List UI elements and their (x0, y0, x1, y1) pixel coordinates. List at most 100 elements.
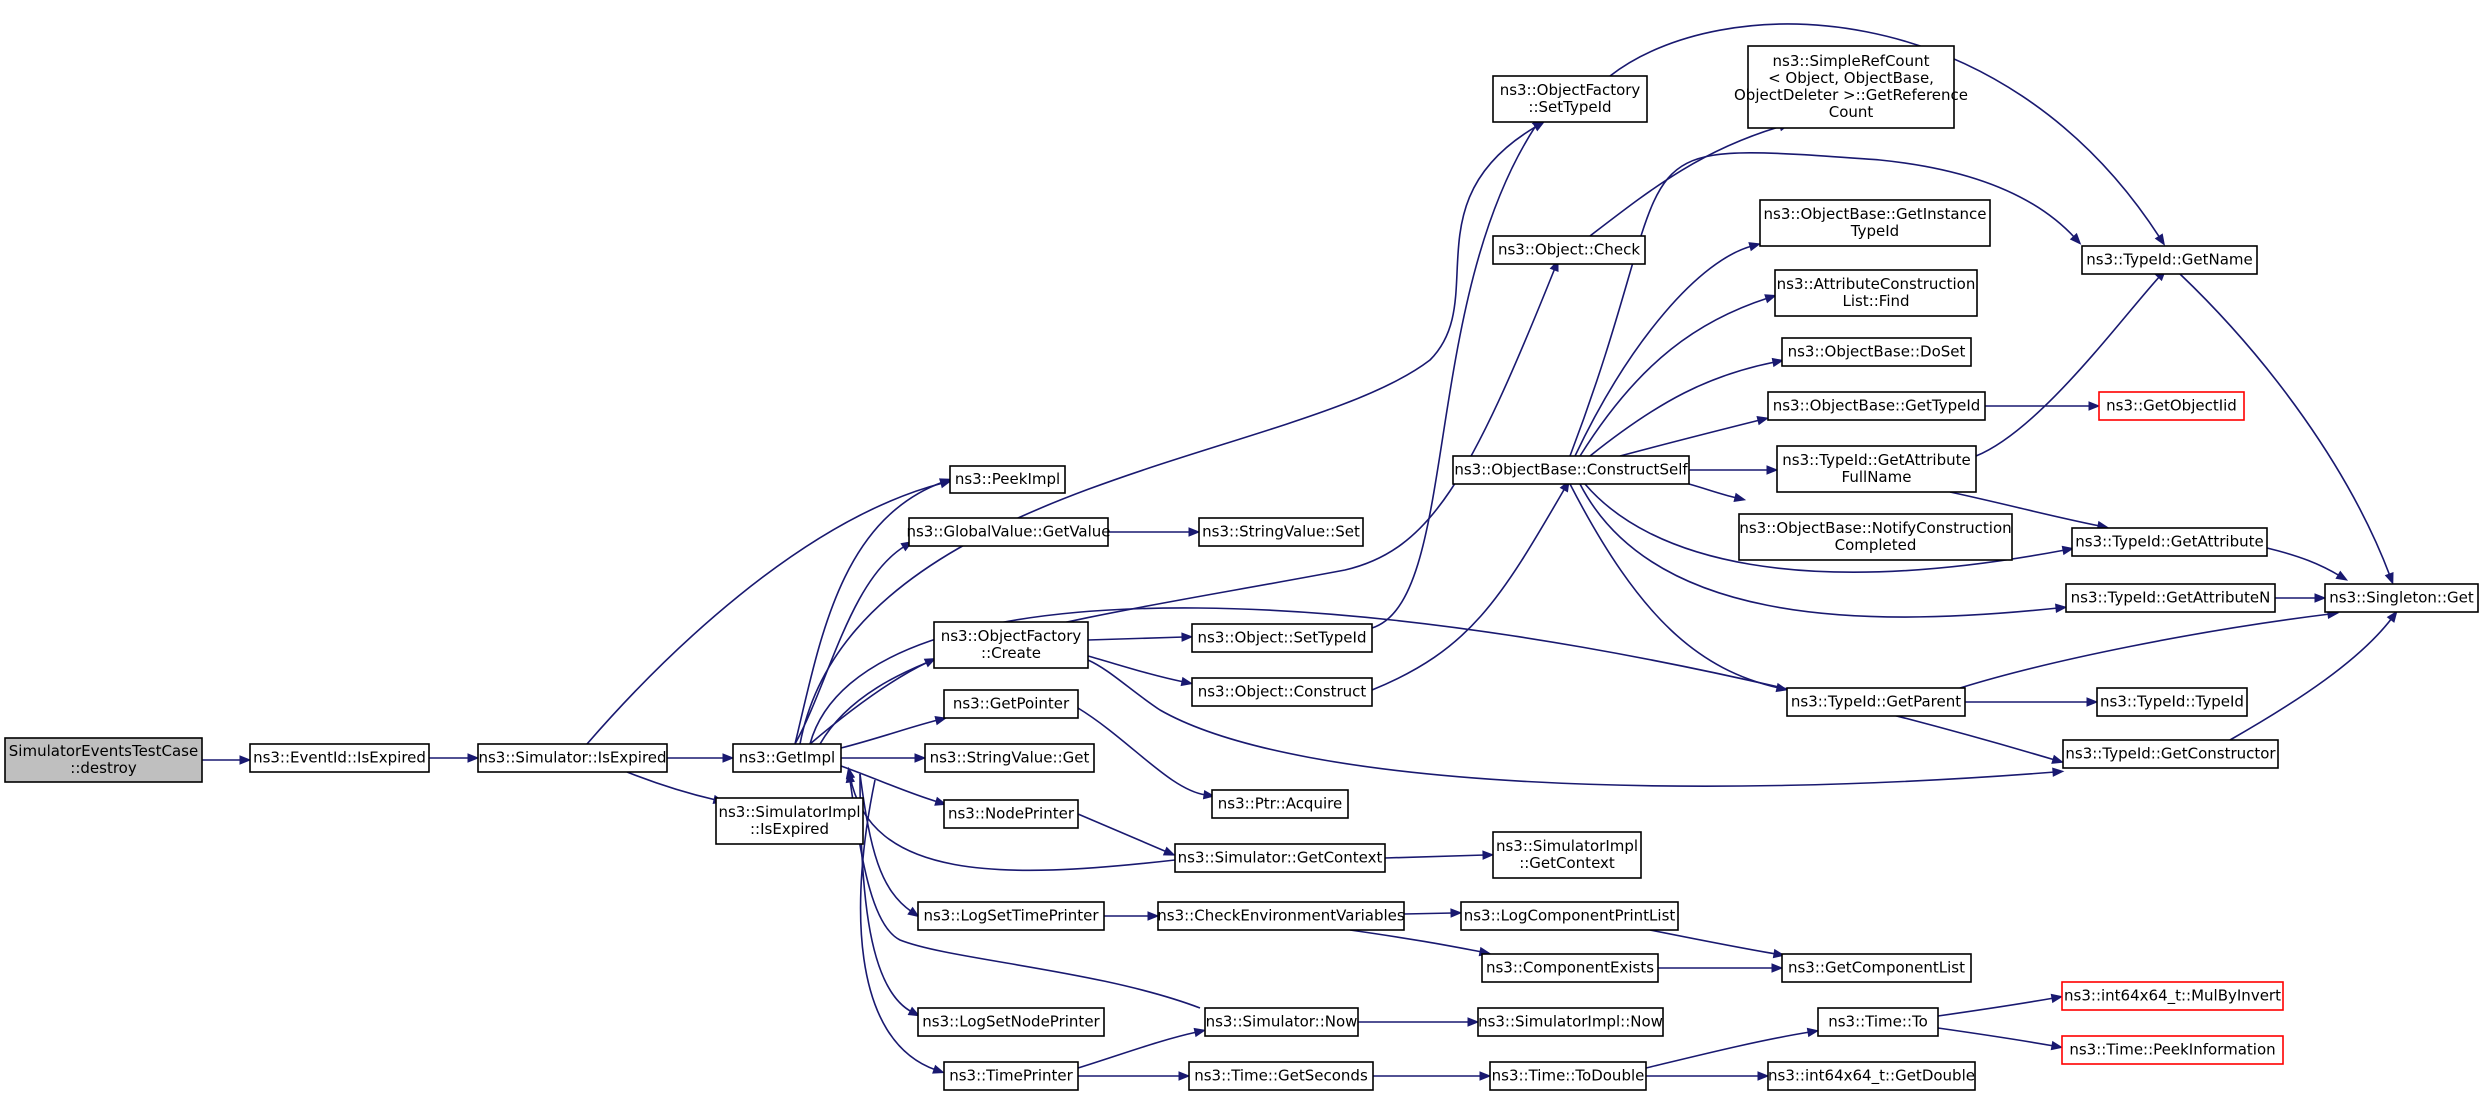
node-label: ns3::ObjectBase::GetTypeId (1773, 397, 1981, 415)
node-obj-settypeid[interactable]: ns3::Object::SetTypeId (1191, 623, 1373, 653)
node-sim-now[interactable]: ns3::Simulator::Now (1204, 1007, 1359, 1037)
node-box (1174, 843, 1386, 873)
edge-line (1584, 483, 2066, 573)
node-eventid-isexpired[interactable]: ns3::EventId::IsExpired (249, 743, 430, 773)
node-singleton-get[interactable]: ns3::Singleton::Get (2324, 583, 2479, 613)
node-sim-getcontext[interactable]: ns3::Simulator::GetContext (1174, 843, 1386, 873)
node-simimpl-getcontext[interactable]: ns3::SimulatorImpl::GetContext (1492, 831, 1642, 879)
edge-time_todouble-to-getdouble (1646, 1071, 1770, 1081)
edge-line (1371, 487, 1566, 691)
node-typeid-getattributen[interactable]: ns3::TypeId::GetAttributeN (2065, 583, 2276, 613)
node-getpointer[interactable]: ns3::GetPointer (943, 689, 1079, 719)
edge-line (1077, 707, 1207, 796)
node-box (1489, 1061, 1647, 1091)
node-obj-construct[interactable]: ns3::Object::Construct (1191, 677, 1373, 707)
node-box (1198, 517, 1364, 547)
node-timeprinter[interactable]: ns3::TimePrinter (943, 1061, 1079, 1091)
edge-arrowhead (845, 770, 855, 784)
node-label: ns3::EventId::IsExpired (253, 749, 426, 767)
edge-objfactory_create-to-typeid_getconstructor (1087, 659, 2065, 787)
node-stringvalue-get[interactable]: ns3::StringValue::Get (924, 743, 1095, 773)
node-label: ns3::ObjectBase::NotifyConstruction (1739, 519, 2011, 537)
node-logsettimeprinter[interactable]: ns3::LogSetTimePrinter (917, 901, 1105, 931)
node-box (1767, 391, 1986, 421)
node-objfactory-settypeid[interactable]: ns3::ObjectFactory::SetTypeId (1492, 75, 1648, 123)
node-getcomplist[interactable]: ns3::GetComponentList (1781, 953, 1972, 983)
node-logcompprintlist[interactable]: ns3::LogComponentPrintList (1460, 901, 1679, 931)
node-box (2061, 981, 2284, 1011)
edge-getimpl-to-objfactory_settypeid (799, 121, 1546, 745)
node-box (1492, 75, 1648, 123)
node-ptr-acquire[interactable]: ns3::Ptr::Acquire (1211, 789, 1349, 819)
node-stringvalue-set[interactable]: ns3::StringValue::Set (1198, 517, 1364, 547)
node-label: ns3::SimulatorImpl::Now (1478, 1013, 1663, 1031)
node-constructself[interactable]: ns3::ObjectBase::ConstructSelf (1452, 455, 1690, 485)
node-simplerefcount[interactable]: ns3::SimpleRefCount< Object, ObjectBase,… (1734, 45, 1968, 129)
node-ob-gettypeid[interactable]: ns3::ObjectBase::GetTypeId (1767, 391, 1986, 421)
node-box (1781, 953, 1972, 983)
node-box (715, 797, 864, 845)
edge-line (1077, 813, 1168, 853)
edge-line (2266, 547, 2341, 577)
node-time-todouble[interactable]: ns3::Time::ToDouble (1489, 1061, 1647, 1091)
edge-ob_gettypeid-to-getobjectiid (1985, 401, 2101, 411)
edge-line (1937, 1027, 2055, 1047)
node-label: ns3::TypeId::GetName (2086, 251, 2252, 269)
edge-line (1579, 297, 1769, 457)
node-mulbyinvert[interactable]: ns3::int64x64_t::MulByInvert (2061, 981, 2284, 1011)
node-peekinfo[interactable]: ns3::Time::PeekInformation (2061, 1035, 2284, 1065)
node-box (249, 743, 430, 773)
edge-arrowhead (1756, 416, 1770, 426)
node-notifyconstcompleted[interactable]: ns3::ObjectBase::NotifyConstructionCompl… (1738, 513, 2013, 561)
node-box (1774, 269, 1978, 317)
node-label: TypeId (1850, 222, 1899, 240)
node-label: ns3::Object::SetTypeId (1198, 629, 1367, 647)
node-typeid-getname[interactable]: ns3::TypeId::GetName (2081, 245, 2258, 275)
node-label: ns3::Simulator::IsExpired (478, 749, 666, 767)
edge-constructself-to-doset (1589, 357, 1785, 457)
node-time-to[interactable]: ns3::Time::To (1817, 1007, 1939, 1037)
node-root[interactable]: SimulatorEventsTestCase::destroy (4, 737, 203, 783)
edge-line (1959, 613, 2331, 689)
node-checkenv[interactable]: ns3::CheckEnvironmentVariables (1157, 901, 1405, 931)
node-simimpl-isexpired[interactable]: ns3::SimulatorImpl::IsExpired (715, 797, 864, 845)
node-label: ns3::AttributeConstruction (1777, 275, 1976, 293)
node-logsetnodeprinter[interactable]: ns3::LogSetNodePrinter (917, 1007, 1105, 1037)
node-globalvalue-getvalue[interactable]: ns3::GlobalValue::GetValue (906, 517, 1111, 547)
node-box (2098, 391, 2245, 421)
edge-constructself-to-typeid_getattribute (1584, 483, 2075, 573)
edge-line (1087, 659, 2056, 787)
node-getimpl[interactable]: ns3::GetImpl (732, 743, 842, 773)
node-nodeprinter[interactable]: ns3::NodePrinter (943, 799, 1079, 829)
node-typeid-getconstructor[interactable]: ns3::TypeId::GetConstructor (2062, 739, 2279, 769)
edge-time_getseconds-to-time_todouble (1373, 1071, 1492, 1081)
edge-line (1589, 125, 1783, 237)
node-getdouble[interactable]: ns3::int64x64_t::GetDouble (1767, 1061, 1976, 1091)
node-label: ns3::SimulatorImpl (1496, 837, 1638, 855)
edge-arrowhead (1450, 908, 1463, 918)
node-time-getseconds[interactable]: ns3::Time::GetSeconds (1188, 1061, 1374, 1091)
node-box (2096, 687, 2248, 717)
node-box (1481, 953, 1659, 983)
edge-line (1609, 23, 2161, 239)
node-peekimpl[interactable]: ns3::PeekImpl (949, 465, 1066, 494)
node-compexists[interactable]: ns3::ComponentExists (1481, 953, 1659, 983)
node-typeid-typeid[interactable]: ns3::TypeId::TypeId (2096, 687, 2248, 717)
edge-arrowhead (1162, 846, 1176, 856)
node-doset[interactable]: ns3::ObjectBase::DoSet (1781, 337, 1972, 367)
edge-line (809, 661, 929, 745)
edge-line (2229, 617, 2393, 741)
node-obj-check[interactable]: ns3::Object::Check (1492, 235, 1646, 265)
node-sim-isexpired[interactable]: ns3::Simulator::IsExpired (477, 743, 668, 773)
node-getobjectiid[interactable]: ns3::GetObjectIid (2098, 391, 2245, 421)
node-typeid-getattribute[interactable]: ns3::TypeId::GetAttribute (2071, 527, 2268, 557)
edge-logsettimeprinter-to-checkenv (1104, 911, 1160, 921)
node-typeid-getparent[interactable]: ns3::TypeId::GetParent (1786, 687, 1966, 717)
node-simimpl-now[interactable]: ns3::SimulatorImpl::Now (1477, 1007, 1664, 1037)
edge-arrowhead (2386, 610, 2398, 623)
edge-eventid_isexpired-to-sim_isexpired (429, 753, 480, 763)
node-objfactory-create[interactable]: ns3::ObjectFactory::Create (933, 621, 1089, 669)
